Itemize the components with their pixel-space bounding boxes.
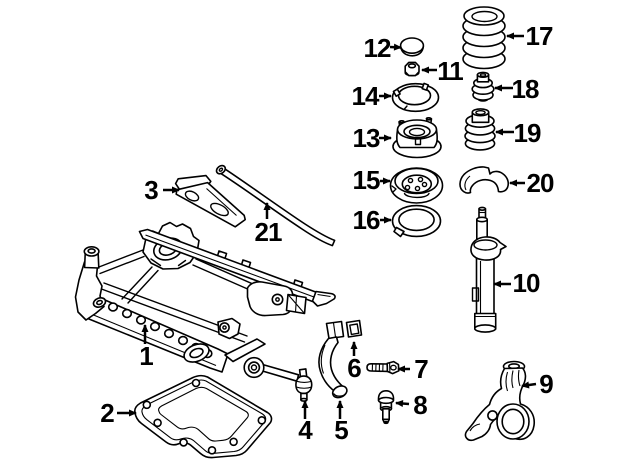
part-21-brace-rod-drawing <box>215 164 336 247</box>
callout-16[interactable]: 16 <box>352 205 381 235</box>
callout-12[interactable]: 12 <box>363 33 392 63</box>
callout-9[interactable]: 9 <box>539 369 554 399</box>
part-11-nut-drawing <box>404 61 420 77</box>
callout-20[interactable]: 20 <box>526 168 555 198</box>
callout-21[interactable]: 21 <box>254 217 283 247</box>
callout-8[interactable]: 8 <box>413 390 428 420</box>
arrow-12 <box>389 43 402 51</box>
callout-18[interactable]: 18 <box>511 74 540 104</box>
callout-2[interactable]: 2 <box>100 398 115 428</box>
callout-5[interactable]: 5 <box>334 415 349 445</box>
callout-17[interactable]: 17 <box>525 21 554 51</box>
callout-1[interactable]: 1 <box>139 341 154 371</box>
part-8-ball-stud-drawing <box>377 390 395 425</box>
part-2-under-cover-drawing <box>133 374 273 459</box>
callout-6[interactable]: 6 <box>347 353 362 383</box>
part-16-seal-ring-drawing <box>391 204 442 238</box>
part-19-boot-drawing <box>464 108 496 151</box>
callout-15[interactable]: 15 <box>352 165 381 195</box>
part-20-spring-pad-drawing <box>459 166 510 194</box>
callout-7[interactable]: 7 <box>414 354 429 384</box>
callout-arrows <box>117 32 537 419</box>
part-18-bump-stop-drawing <box>471 71 495 102</box>
callout-10[interactable]: 10 <box>512 268 541 298</box>
callout-14[interactable]: 14 <box>351 81 380 111</box>
part-5-control-arm-drawing <box>318 320 348 399</box>
part-9-steering-knuckle-drawing <box>464 360 536 442</box>
part-1-crossmember-drawing <box>74 221 336 373</box>
callout-4[interactable]: 4 <box>298 415 313 445</box>
part-4-link-drawing <box>243 356 313 402</box>
callout-13[interactable]: 13 <box>352 123 381 153</box>
arrow-9 <box>521 381 537 389</box>
callout-11[interactable]: 11 <box>437 56 463 86</box>
part-10-strut-drawing <box>470 206 507 333</box>
part-3-support-bracket-drawing <box>174 174 246 228</box>
part-12-cap-drawing <box>399 37 425 57</box>
callout-19[interactable]: 19 <box>513 118 542 148</box>
part-15-spring-seat-drawing <box>389 167 444 204</box>
part-7-bolt-drawing <box>366 360 400 375</box>
part-17-coil-spring-drawing <box>462 6 506 70</box>
part-14-retaining-ring-drawing <box>391 82 440 113</box>
arrow-8 <box>395 400 410 408</box>
part-6-bushing-sleeve-drawing <box>345 319 363 338</box>
callout-3[interactable]: 3 <box>144 175 159 205</box>
part-13-strut-mount-drawing <box>392 117 442 159</box>
